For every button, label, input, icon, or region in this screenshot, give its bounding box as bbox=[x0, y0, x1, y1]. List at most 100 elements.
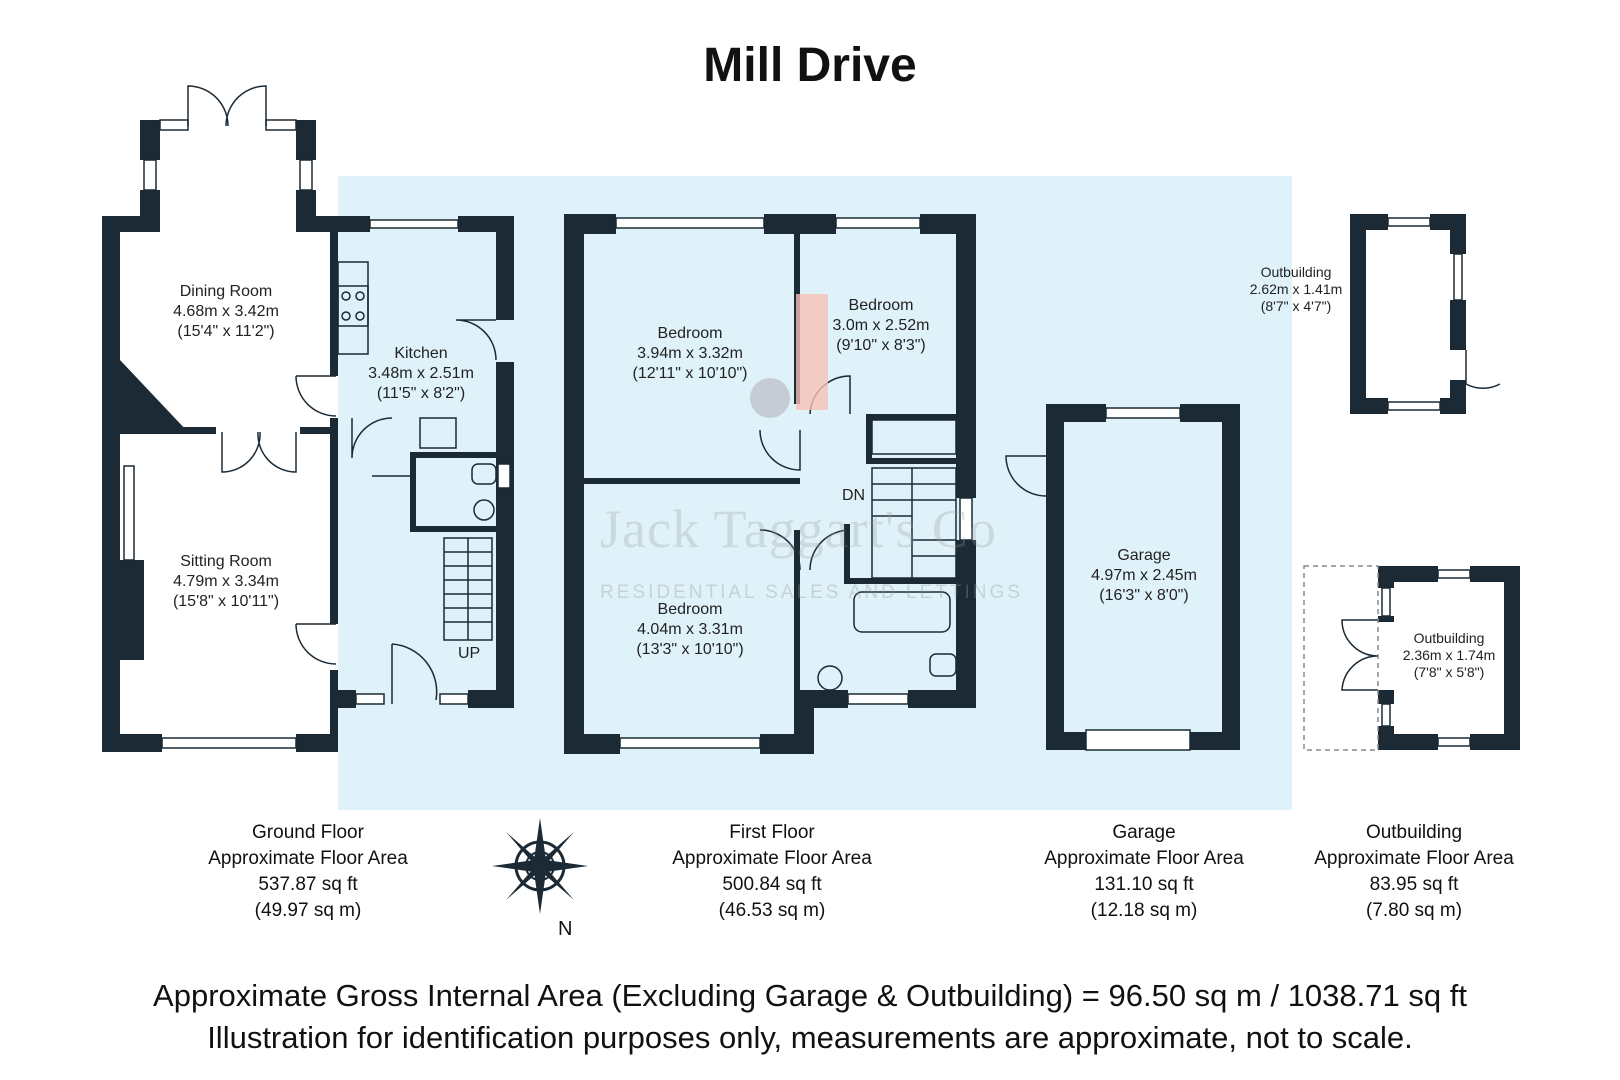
sink bbox=[473, 499, 495, 521]
door bbox=[1005, 455, 1047, 497]
window bbox=[1387, 401, 1441, 411]
window bbox=[1453, 253, 1463, 301]
wall bbox=[844, 578, 956, 584]
room-dims: 3.48m x 2.51m bbox=[368, 365, 474, 382]
floor-area-label: Approximate Floor Area bbox=[208, 848, 408, 869]
watermark-brand: Jack Taggart's Co bbox=[600, 499, 997, 559]
wall bbox=[844, 524, 850, 584]
wall bbox=[296, 120, 316, 160]
window bbox=[615, 217, 765, 229]
window bbox=[1105, 407, 1181, 419]
wall bbox=[1450, 300, 1466, 350]
window bbox=[355, 693, 385, 705]
wall bbox=[764, 214, 836, 234]
floor-area-sqm: (7.80 sq m) bbox=[1365, 900, 1463, 921]
door bbox=[1465, 350, 1501, 390]
room-label-bedroom-1: Bedroom 3.94m x 3.32m (12'11" x 10'10") bbox=[610, 324, 770, 384]
wall bbox=[102, 432, 120, 752]
wall bbox=[564, 214, 584, 754]
wall bbox=[1504, 566, 1520, 750]
wall bbox=[1470, 734, 1520, 750]
floor-area-sqft: 83.95 sq ft bbox=[1369, 874, 1459, 895]
wall bbox=[1350, 214, 1366, 414]
wall bbox=[866, 414, 872, 462]
wall bbox=[296, 734, 338, 752]
floor-area-sqft: 500.84 sq ft bbox=[722, 874, 822, 895]
wall bbox=[760, 734, 814, 754]
wall bbox=[296, 190, 316, 216]
floor-area-sqft: 131.10 sq ft bbox=[1094, 874, 1194, 895]
room-dims: 3.94m x 3.32m bbox=[637, 345, 743, 362]
appliance bbox=[419, 417, 457, 449]
window bbox=[835, 217, 921, 229]
staircase bbox=[443, 537, 493, 641]
room-dims: 2.36m x 1.74m bbox=[1402, 647, 1496, 663]
window bbox=[123, 465, 135, 561]
room-name: Garage bbox=[1117, 547, 1171, 564]
wall bbox=[120, 560, 144, 660]
room-dims: 4.68m x 3.42m bbox=[173, 303, 279, 320]
worktop bbox=[337, 261, 369, 355]
window bbox=[1437, 737, 1471, 747]
room-imperial: (16'3" x 8'0") bbox=[1099, 587, 1189, 604]
wall bbox=[956, 214, 976, 498]
wall bbox=[468, 690, 514, 708]
wall bbox=[1046, 404, 1106, 422]
room-imperial: (12'11" x 10'10") bbox=[632, 365, 748, 382]
floor-area-sqm: (49.97 sq m) bbox=[254, 900, 362, 921]
floor-area-garage: Garage Approximate Floor Area 131.10 sq … bbox=[994, 820, 1294, 924]
toilet bbox=[471, 463, 497, 485]
wall bbox=[1378, 690, 1394, 704]
wall bbox=[496, 216, 514, 320]
wall bbox=[956, 540, 976, 708]
floor-area-label: Approximate Floor Area bbox=[672, 848, 872, 869]
room-imperial: (11'5" x 8'2") bbox=[376, 385, 466, 402]
floor-name: First Floor bbox=[729, 822, 815, 843]
room-label-garage: Garage 4.97m x 2.45m (16'3" x 8'0") bbox=[1074, 546, 1214, 606]
room-imperial: (15'8" x 10'11") bbox=[172, 593, 280, 610]
window bbox=[619, 737, 761, 749]
door bbox=[455, 319, 497, 361]
wall bbox=[300, 427, 338, 434]
window bbox=[959, 497, 973, 541]
wall bbox=[496, 362, 514, 708]
room-dims: 4.97m x 2.45m bbox=[1091, 567, 1197, 584]
floor-area-label: Approximate Floor Area bbox=[1044, 848, 1244, 869]
floor-name: Garage bbox=[1112, 822, 1176, 843]
wall bbox=[1046, 404, 1064, 750]
window bbox=[369, 219, 459, 229]
wall bbox=[908, 690, 976, 708]
room-name: Sitting Room bbox=[180, 553, 272, 570]
french-door bbox=[187, 85, 267, 127]
room-name: Dining Room bbox=[179, 283, 273, 300]
room-imperial: (9'10" x 8'3") bbox=[836, 337, 926, 354]
floor-area-first: First Floor Approximate Floor Area 500.8… bbox=[622, 820, 922, 924]
wall bbox=[338, 216, 370, 232]
wall bbox=[410, 452, 416, 532]
wall bbox=[564, 214, 616, 234]
chimney-breast bbox=[102, 360, 188, 432]
door bbox=[295, 623, 337, 665]
footer-disclaimer: Illustration for identification purposes… bbox=[207, 1020, 1413, 1055]
floor-area-label: Approximate Floor Area bbox=[1314, 848, 1514, 869]
room-name: Outbuilding bbox=[1260, 264, 1332, 280]
room-name: Bedroom bbox=[848, 297, 914, 314]
door bbox=[351, 417, 393, 459]
window bbox=[439, 693, 469, 705]
window bbox=[497, 463, 511, 489]
room-name: Kitchen bbox=[394, 345, 448, 362]
room-imperial: (13'3" x 10'10") bbox=[636, 641, 744, 658]
room-label-dining-room: Dining Room 4.68m x 3.42m (15'4" x 11'2"… bbox=[150, 282, 302, 342]
room-label-bedroom-3: Bedroom 4.04m x 3.31m (13'3" x 10'10") bbox=[610, 600, 770, 660]
wall bbox=[1190, 732, 1240, 750]
window bbox=[143, 159, 157, 191]
wall bbox=[1222, 404, 1240, 750]
floor-area-sqm: (12.18 sq m) bbox=[1090, 900, 1198, 921]
french-door bbox=[1341, 619, 1379, 691]
wall bbox=[1450, 214, 1466, 254]
compass-north-label: N bbox=[558, 918, 573, 940]
window bbox=[1381, 587, 1391, 617]
wall bbox=[140, 120, 160, 130]
wall bbox=[866, 458, 956, 464]
